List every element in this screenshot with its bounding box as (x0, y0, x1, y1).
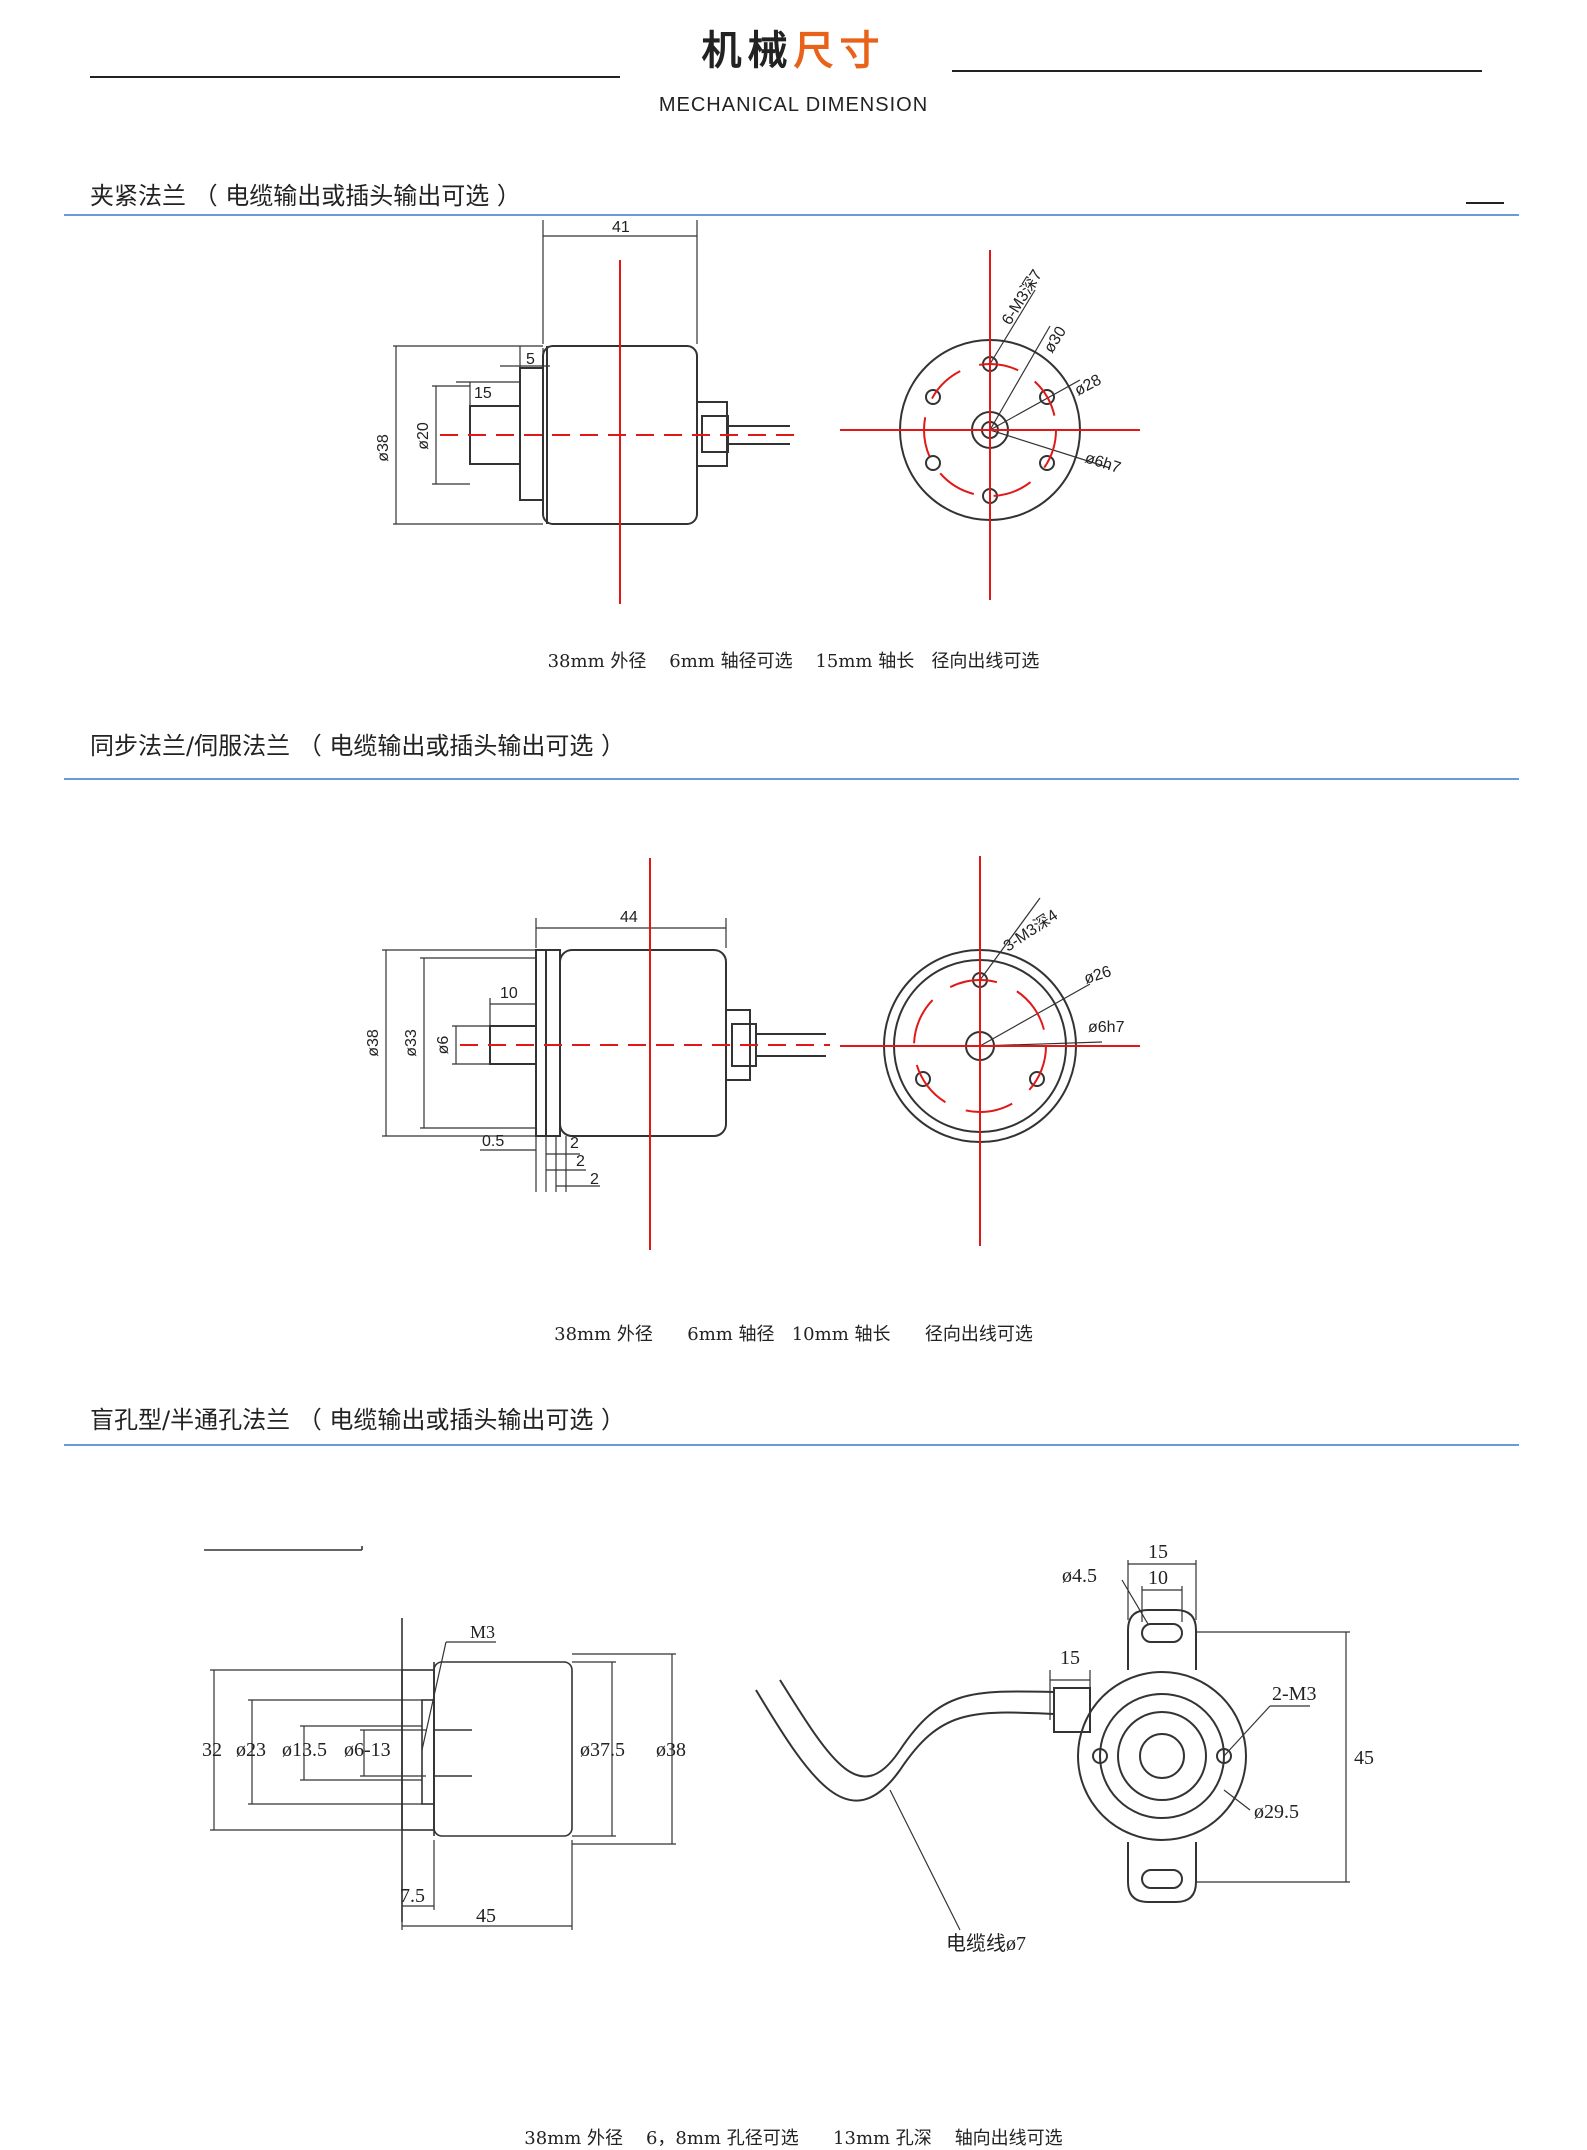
section-1-title: 夹紧法兰 （ 电缆输出或插头输出可选 ） (90, 182, 521, 210)
dim-d23: ø23 (236, 1739, 266, 1761)
dim-step: 5 (526, 351, 535, 368)
dim-d295: ø29.5 (1254, 1801, 1299, 1823)
dim-d135: ø13.5 (282, 1739, 327, 1761)
dim-length: 44 (620, 909, 638, 926)
dim-s15: 15 (1148, 1541, 1168, 1563)
section-2-divider (64, 778, 1519, 780)
dim-c15: 15 (1060, 1647, 1080, 1669)
dim-pcd2: ø28 (1072, 372, 1104, 400)
section-1-side-drawing: 41 5 15 ø38 ø20 (375, 219, 800, 604)
section-3-title: 盲孔型/半通孔法兰 （ 电缆输出或插头输出可选 ） (90, 1406, 625, 1434)
section-2-side-drawing: 44 10 ø38 ø33 ø6 0.5 2 2 2 (365, 858, 830, 1250)
section-2-front-drawing: 3-M3深4 ø26 ø6h7 (840, 856, 1140, 1246)
section-1-caption: 38mm 外径 6mm 轴径可选 15mm 轴长 径向出线可选 (547, 651, 1040, 672)
section-1-front-drawing: 6-M3深7 ø30 ø28 ø6h7 (840, 250, 1140, 600)
section-1-short-rule (1466, 202, 1504, 204)
dim-d38: ø38 (656, 1739, 686, 1761)
dim-cable: 电缆线ø7 (946, 1932, 1026, 1955)
dim-holes: 6-M3深7 (998, 266, 1046, 328)
dim-slot: ø4.5 (1062, 1565, 1097, 1587)
dim-pilot: ø20 (415, 422, 432, 450)
dim-pcd1: ø30 (1041, 324, 1070, 356)
dim-t2: 2 (570, 1135, 579, 1152)
dim-outer: ø38 (365, 1029, 382, 1057)
dim-d613: ø6-13 (344, 1739, 391, 1761)
header-rule-right (952, 70, 1482, 72)
dim-outer: ø38 (375, 434, 392, 462)
dim-h45: 45 (1354, 1747, 1374, 1769)
dim-t3: 2 (576, 1153, 585, 1170)
dim-s10: 10 (1148, 1567, 1168, 1589)
dim-shaft: ø6h7 (1083, 450, 1123, 477)
section-1-divider (64, 214, 1519, 216)
dim-screw: M3 (470, 1622, 495, 1642)
section-3-caption: 38mm 外径 6，8mm 孔径可选 13mm 孔深 轴向出线可选 (524, 2128, 1063, 2149)
dim-shaft-len: 15 (474, 385, 492, 402)
dim-shaft-len: 10 (500, 985, 518, 1002)
section-2-title: 同步法兰/伺服法兰 （ 电缆输出或插头输出可选 ） (90, 732, 625, 760)
dim-pilot: ø33 (403, 1029, 420, 1057)
dim-shaft: ø6h7 (1088, 1019, 1125, 1036)
section-3-divider (64, 1444, 1519, 1446)
page-subtitle: MECHANICAL DIMENSION (658, 94, 929, 116)
dim-t1: 0.5 (482, 1133, 504, 1150)
dim-pcd: ø26 (1082, 963, 1114, 988)
dim-t4: 2 (590, 1171, 599, 1188)
page-title: 机械尺寸 (701, 29, 886, 73)
dim-w45: 45 (476, 1905, 496, 1927)
section-2-caption: 38mm 外径 6mm 轴径 10mm 轴长 径向出线可选 (554, 1324, 1033, 1345)
section-3-side-drawing: M3 32 ø23 ø13.5 ø6-13 ø37.5 ø38 7.5 45 (202, 1546, 686, 1930)
dim-shaft-d: ø6 (435, 1036, 452, 1055)
dim-m3: 2-M3 (1272, 1683, 1316, 1705)
dim-holes: 3-M3深4 (1000, 906, 1061, 955)
dim-length: 41 (612, 219, 630, 236)
dim-w75: 7.5 (400, 1885, 425, 1907)
dim-d32: 32 (202, 1739, 222, 1761)
header-rule-left (90, 76, 620, 78)
dim-d375: ø37.5 (580, 1739, 625, 1761)
section-3-front-drawing: ø4.5 15 10 15 2-M3 45 ø29.5 电缆线ø7 (755, 1541, 1374, 1955)
